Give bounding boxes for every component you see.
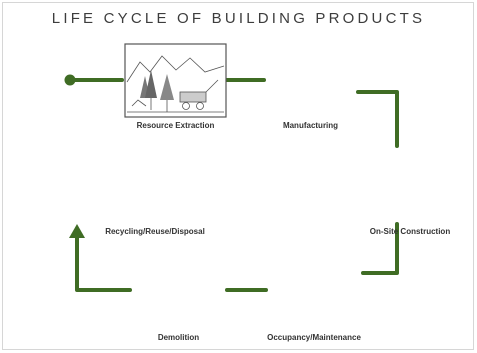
label-occupancy-maintenance: Occupancy/Maintenance — [267, 333, 361, 342]
diagram-title: LIFE CYCLE OF BUILDING PRODUCTS — [51, 10, 426, 27]
label-manufacturing: Manufacturing — [282, 121, 339, 130]
resource-extraction-illustration — [126, 55, 225, 113]
label-recycling-reuse-disposal: Recycling/Reuse/Disposal — [105, 227, 205, 236]
stage-resource-extraction — [124, 43, 227, 118]
label-resource-extraction: Resource Extraction — [136, 121, 215, 130]
flow-arrowhead — [69, 224, 85, 238]
label-on-site-construction: On-Site Construction — [369, 227, 451, 236]
start-dot — [64, 74, 76, 86]
label-demolition: Demolition — [157, 333, 200, 342]
flow-connector — [70, 78, 399, 292]
